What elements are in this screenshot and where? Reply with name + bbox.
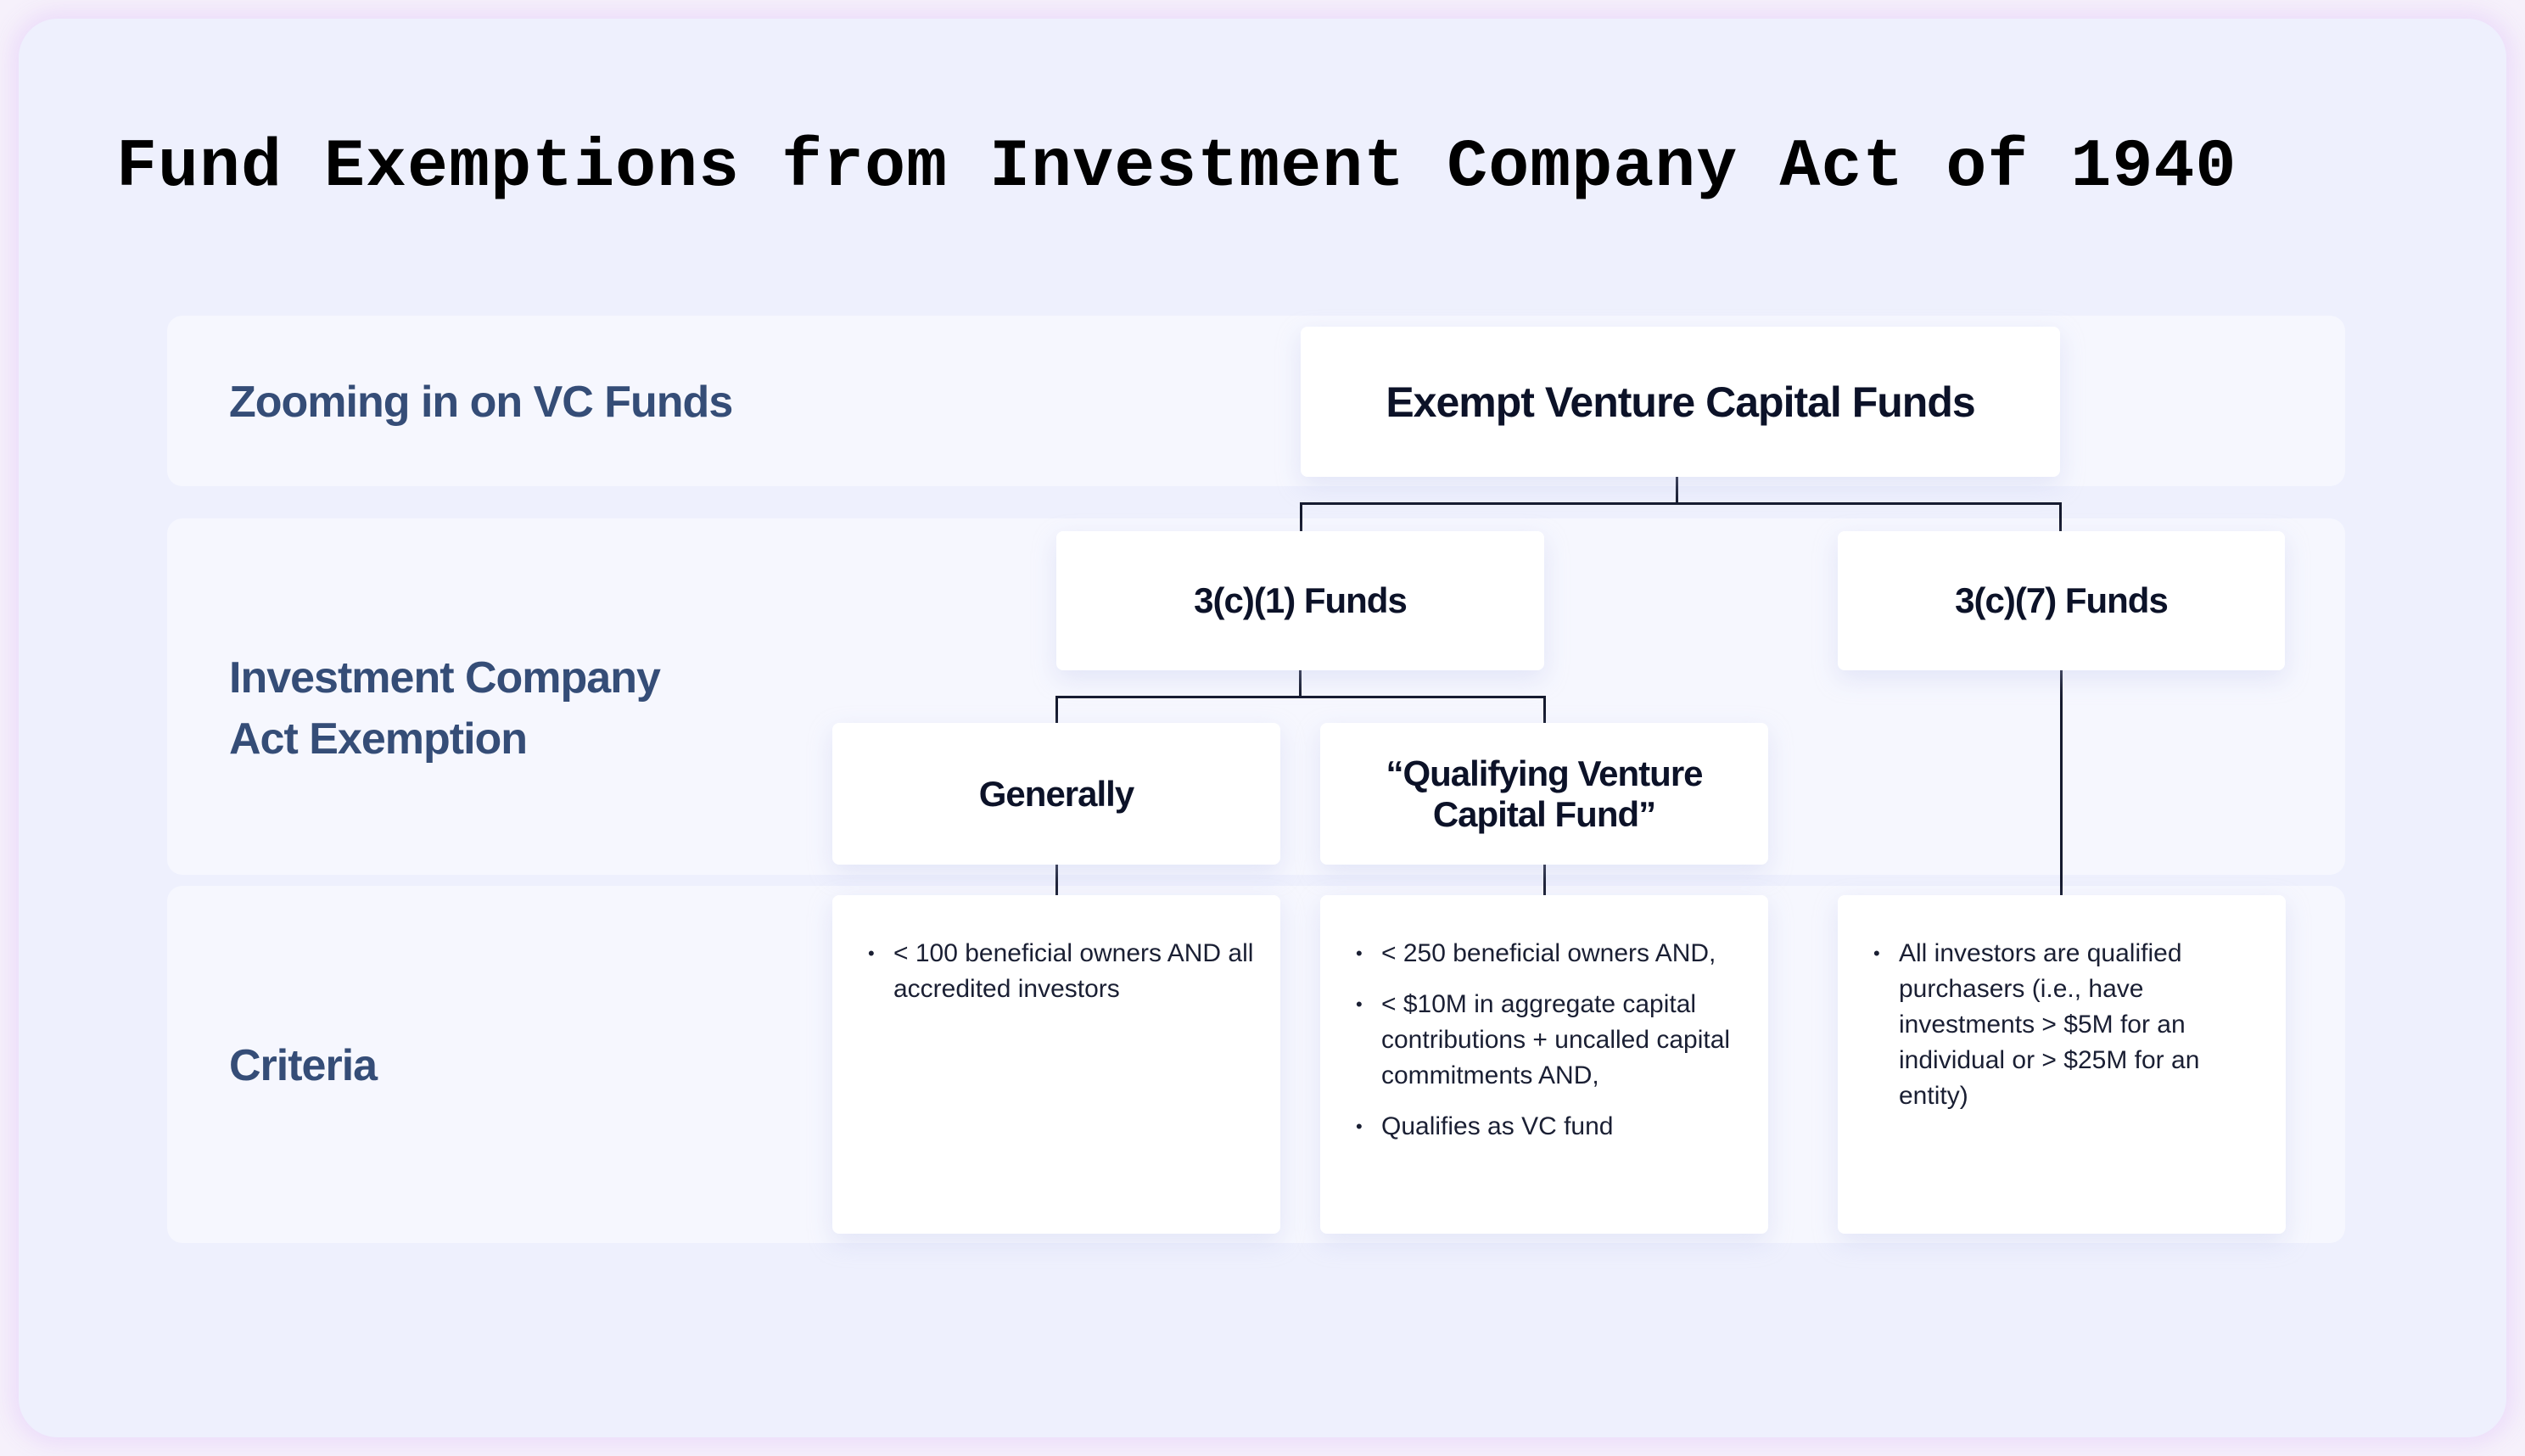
connector-to-3c1 <box>1300 502 1302 531</box>
node-label: Exempt Venture Capital Funds <box>1386 378 1975 426</box>
row-label-exemption-line2: Act Exemption <box>229 714 528 764</box>
criteria-list: < 250 beneficial owners AND, < $10M in a… <box>1356 936 1743 1160</box>
page-title: Fund Exemptions from Investment Company … <box>116 129 2237 206</box>
connector-to-3c7 <box>2059 502 2062 531</box>
node-3c7-funds: 3(c)(7) Funds <box>1838 531 2285 670</box>
connector-root-stem <box>1676 477 1678 504</box>
row-label-vc-funds: Zooming in on VC Funds <box>229 378 733 427</box>
node-label: 3(c)(7) Funds <box>1955 580 2169 620</box>
criteria-list: All investors are qualified purchasers (… <box>1873 936 2260 1129</box>
connector-root-bar <box>1300 502 2062 505</box>
node-label-line1: “Qualifying Venture <box>1386 753 1703 793</box>
criteria-generally: < 100 beneficial owners AND all accredit… <box>832 895 1280 1234</box>
connector-generally-criteria <box>1055 865 1058 895</box>
node-generally: Generally <box>832 723 1280 865</box>
criteria-qvcf: < 250 beneficial owners AND, < $10M in a… <box>1320 895 1768 1234</box>
criteria-3c7: All investors are qualified purchasers (… <box>1838 895 2286 1234</box>
node-3c1-funds: 3(c)(1) Funds <box>1056 531 1544 670</box>
row-label-criteria: Criteria <box>229 1041 378 1090</box>
criteria-item: Qualifies as VC fund <box>1356 1109 1743 1145</box>
node-label-line2: Capital Fund” <box>1432 793 1656 834</box>
connector-3c1-stem <box>1299 670 1302 697</box>
criteria-item: < $10M in aggregate capital contribution… <box>1356 987 1743 1094</box>
node-label: Generally <box>978 773 1134 814</box>
node-qualifying-vc-fund: “Qualifying Venture Capital Fund” <box>1320 723 1768 865</box>
row-label-exemption-line1: Investment Company <box>229 653 661 703</box>
connector-to-generally <box>1055 696 1058 723</box>
connector-3c7-criteria <box>2060 670 2063 895</box>
node-exempt-vc-funds: Exempt Venture Capital Funds <box>1301 327 2060 477</box>
criteria-item: All investors are qualified purchasers (… <box>1873 936 2260 1114</box>
connector-qvcf-criteria <box>1543 865 1546 895</box>
node-label: 3(c)(1) Funds <box>1194 580 1408 620</box>
connector-to-qvcf <box>1543 696 1546 723</box>
criteria-list: < 100 beneficial owners AND all accredit… <box>868 936 1255 1022</box>
connector-3c1-bar <box>1055 696 1545 698</box>
criteria-item: < 250 beneficial owners AND, <box>1356 936 1743 972</box>
criteria-item: < 100 beneficial owners AND all accredit… <box>868 936 1255 1007</box>
